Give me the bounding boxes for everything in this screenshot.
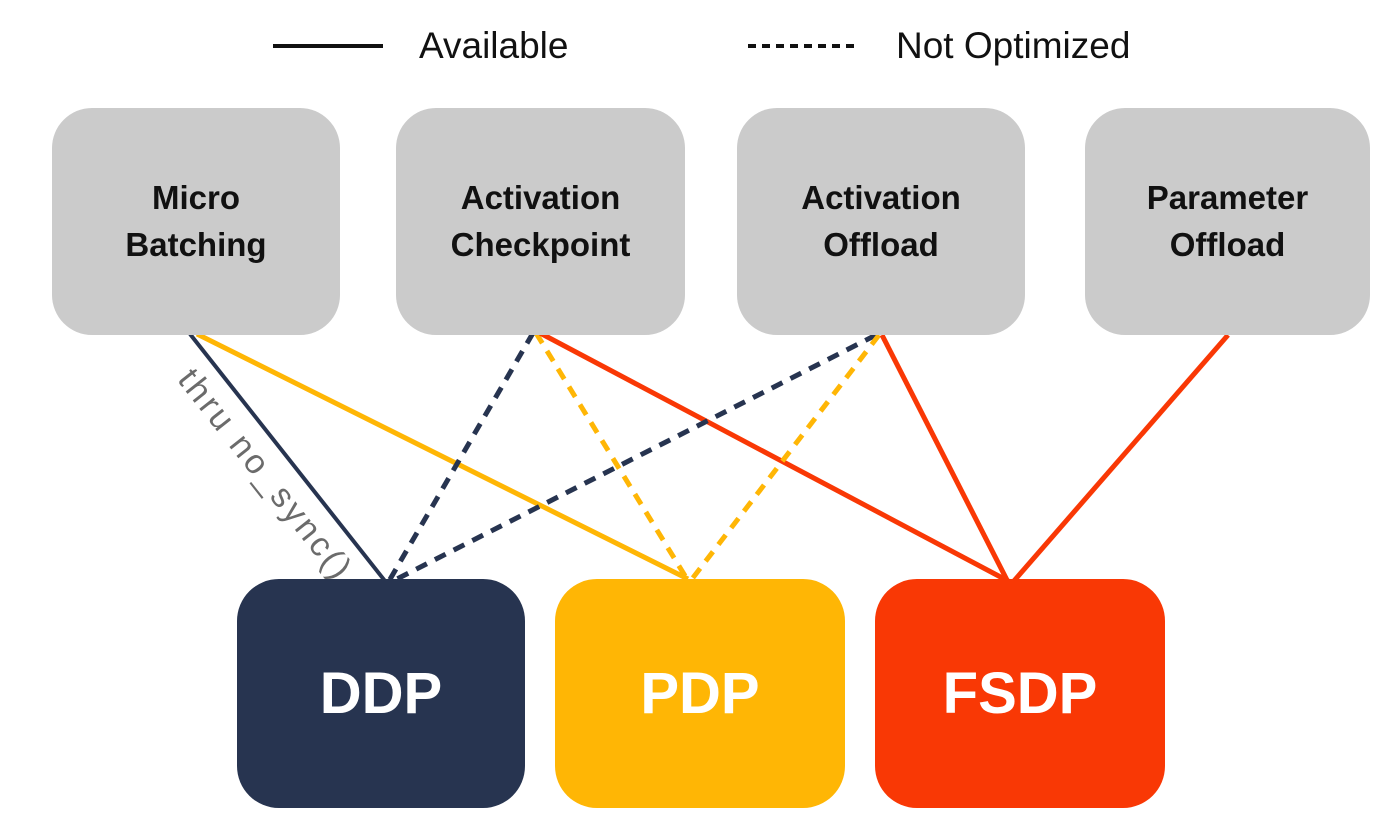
edge-activation-offload-pdp bbox=[690, 333, 881, 581]
legend-item-available: Available bbox=[272, 24, 568, 68]
edge-activation-checkpoint-ddp bbox=[386, 331, 536, 583]
edge-micro-batching-pdp bbox=[195, 331, 690, 582]
legend-label-available: Available bbox=[419, 25, 569, 66]
legend-label-not-optimized: Not Optimized bbox=[896, 25, 1131, 66]
edge-activation-checkpoint-fsdp bbox=[538, 330, 1012, 585]
edge-micro-batching-ddp bbox=[188, 332, 387, 583]
node-micro-batching: Micro Batching bbox=[52, 108, 340, 335]
node-pdp: PDP bbox=[555, 579, 845, 808]
dashed-line-icon bbox=[748, 44, 860, 48]
node-parameter-offload: Parameter Offload bbox=[1085, 108, 1370, 335]
node-label-activation-checkpoint: Activation Checkpoint bbox=[450, 179, 631, 263]
node-label-pdp: PDP bbox=[640, 661, 760, 726]
edge-activation-checkpoint-pdp bbox=[533, 331, 690, 581]
edge-parameter-offload-fsdp bbox=[1011, 333, 1230, 584]
legend-item-not-optimized: Not Optimized bbox=[747, 24, 1130, 68]
node-fsdp: FSDP bbox=[875, 579, 1165, 808]
node-activation-offload: Activation Offload bbox=[737, 108, 1025, 335]
edge-activation-offload-fsdp bbox=[879, 333, 1011, 584]
node-label-activation-offload: Activation Offload bbox=[801, 179, 961, 263]
node-label-ddp: DDP bbox=[319, 661, 443, 726]
node-label-micro-batching: Micro Batching bbox=[125, 179, 267, 263]
node-ddp: DDP bbox=[237, 579, 525, 808]
node-activation-checkpoint: Activation Checkpoint bbox=[396, 108, 685, 335]
solid-line-icon bbox=[273, 44, 383, 48]
edge-label-micro-batching-ddp: thru no_sync() bbox=[170, 361, 361, 588]
node-label-parameter-offload: Parameter Offload bbox=[1146, 179, 1309, 263]
node-label-fsdp: FSDP bbox=[942, 661, 1098, 726]
edge-activation-offload-ddp bbox=[391, 332, 878, 584]
